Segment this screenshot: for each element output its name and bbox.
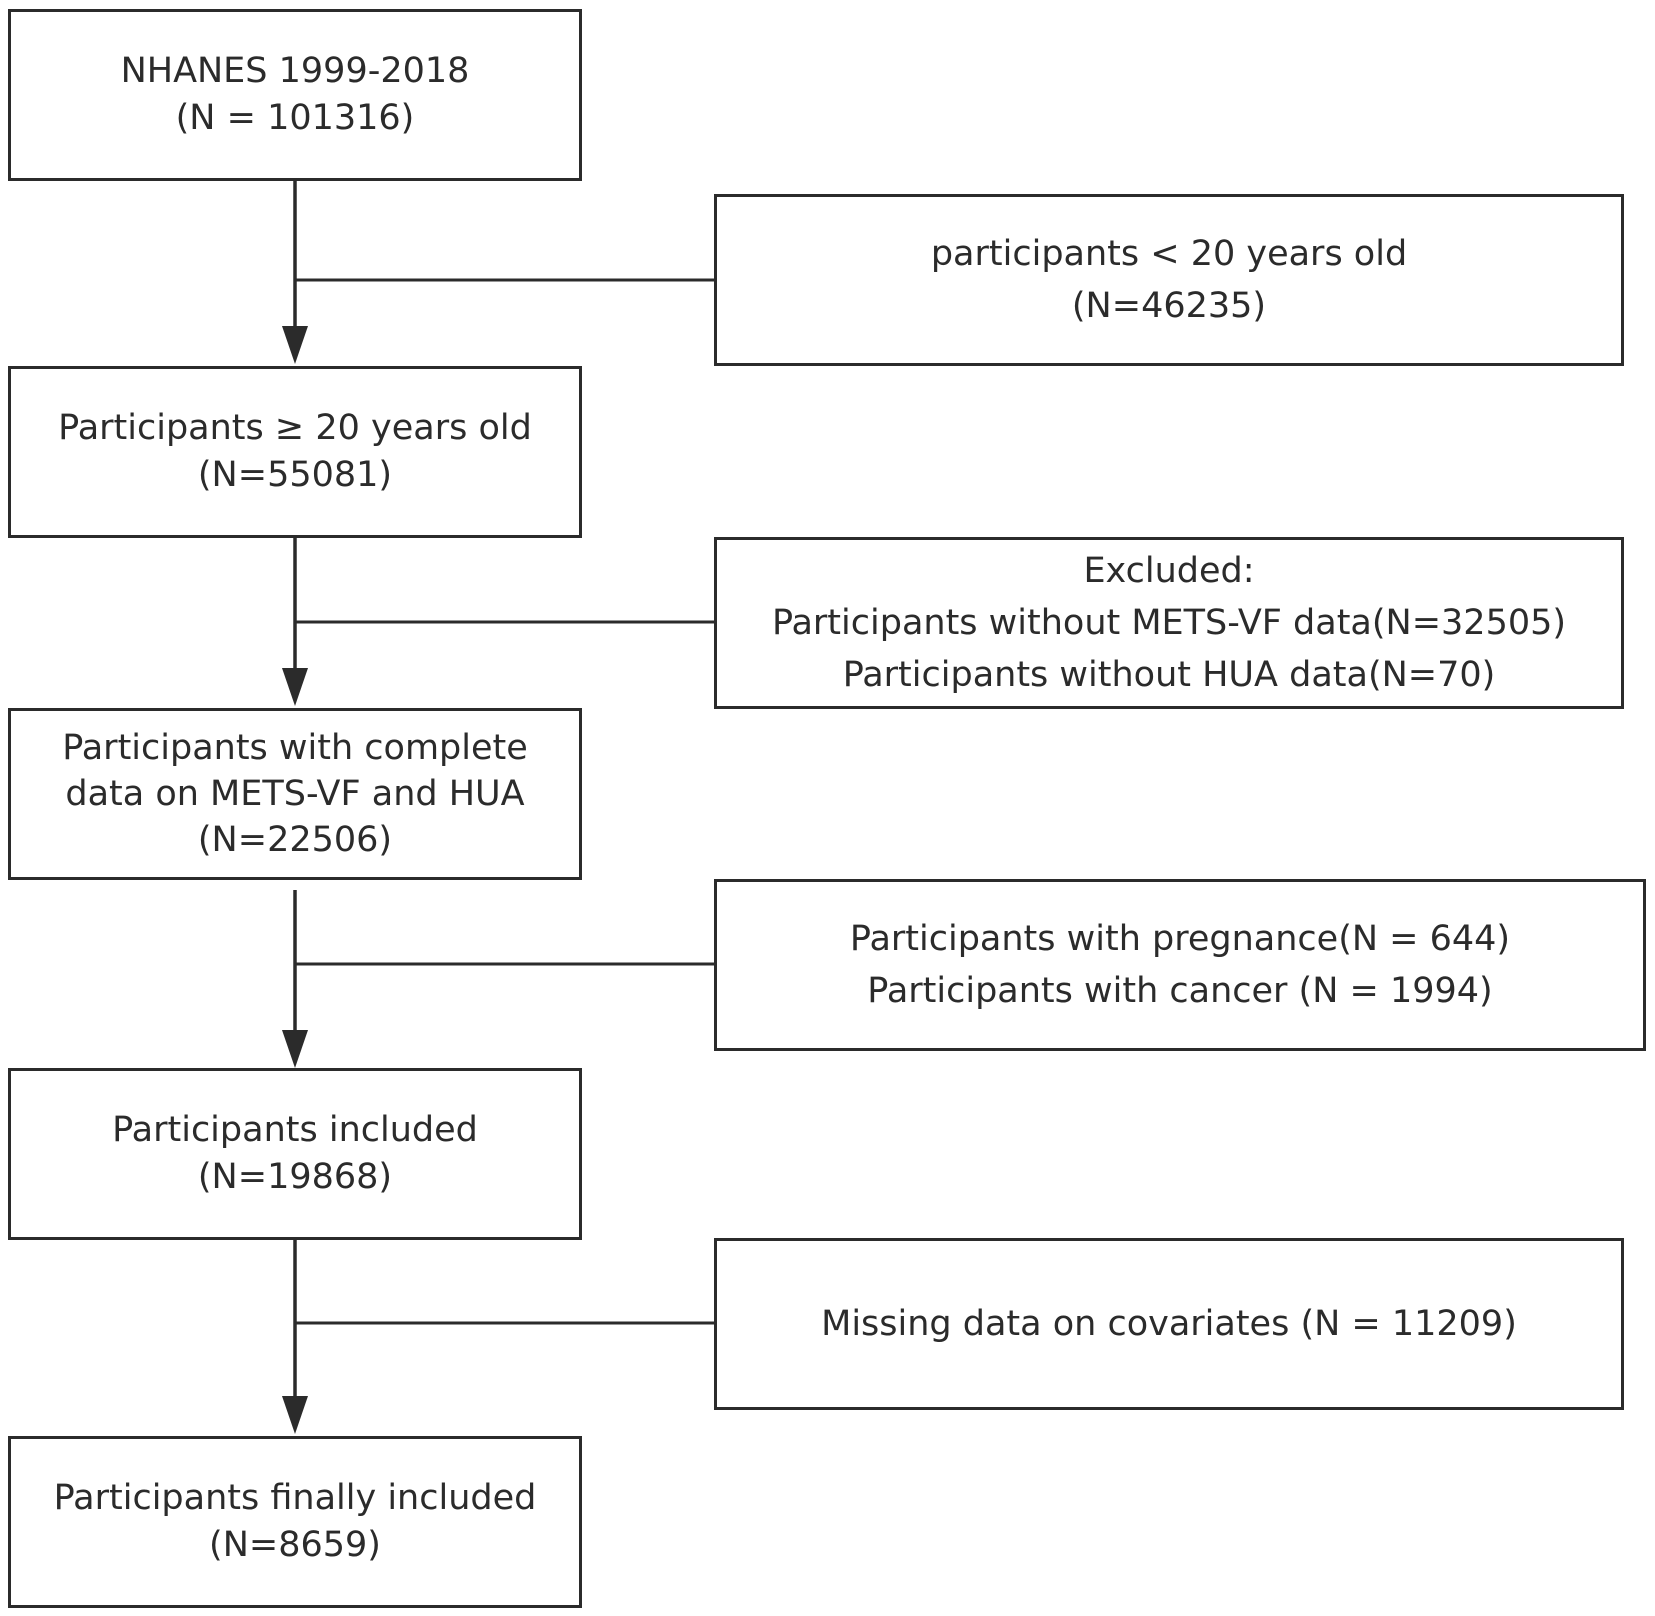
box-nhanes-total-line-2: (N = 101316)	[175, 98, 415, 138]
box-exclusion-pregnancy-cancer: Participants with pregnance(N = 644) Par…	[714, 879, 1646, 1051]
box-exclusion-missing-mets-hua-line-1: Excluded:	[1083, 551, 1255, 591]
box-complete-data-line-1: Participants with complete	[62, 728, 528, 768]
box-nhanes-total: NHANES 1999-2018 (N = 101316)	[8, 9, 582, 181]
box-complete-data-line-3: (N=22506)	[197, 820, 393, 860]
arrowhead-1	[282, 326, 308, 364]
box-exclusion-missing-mets-hua-line-3: Participants without HUA data(N=70)	[842, 655, 1496, 695]
box-exclusion-missing-mets-hua-line-2: Participants without METS-VF data(N=3250…	[771, 603, 1567, 643]
box-exclusion-missing-mets-hua: Excluded: Participants without METS-VF d…	[714, 537, 1624, 709]
box-complete-data: Participants with complete data on METS-…	[8, 708, 582, 880]
box-exclusion-missing-covariates: Missing data on covariates (N = 11209)	[714, 1238, 1624, 1410]
box-participants-included: Participants included (N=19868)	[8, 1068, 582, 1240]
box-exclusion-pregnancy-cancer-line-1: Participants with pregnance(N = 644)	[849, 919, 1511, 959]
arrowhead-3	[282, 1030, 308, 1068]
box-participants-included-line-2: (N=19868)	[197, 1157, 393, 1197]
box-exclusion-under-20-line-2: (N=46235)	[1071, 286, 1267, 326]
arrowhead-4	[282, 1396, 308, 1434]
box-finally-included: Participants finally included (N=8659)	[8, 1436, 582, 1608]
box-finally-included-line-1: Participants finally included	[53, 1478, 537, 1518]
box-nhanes-total-line-1: NHANES 1999-2018	[120, 51, 470, 91]
box-exclusion-under-20: participants < 20 years old (N=46235)	[714, 194, 1624, 366]
box-exclusion-under-20-line-1: participants < 20 years old	[930, 234, 1408, 274]
box-participants-20-plus-line-2: (N=55081)	[197, 455, 393, 495]
box-exclusion-pregnancy-cancer-line-2: Participants with cancer (N = 1994)	[867, 971, 1493, 1011]
arrowhead-2	[282, 668, 308, 706]
box-participants-20-plus-line-1: Participants ≥ 20 years old	[58, 408, 532, 448]
box-finally-included-line-2: (N=8659)	[209, 1525, 381, 1565]
box-participants-20-plus: Participants ≥ 20 years old (N=55081)	[8, 366, 582, 538]
box-complete-data-line-2: data on METS-VF and HUA	[65, 774, 525, 814]
box-exclusion-missing-covariates-line-1: Missing data on covariates (N = 11209)	[821, 1304, 1517, 1344]
box-participants-included-line-1: Participants included	[112, 1110, 478, 1150]
